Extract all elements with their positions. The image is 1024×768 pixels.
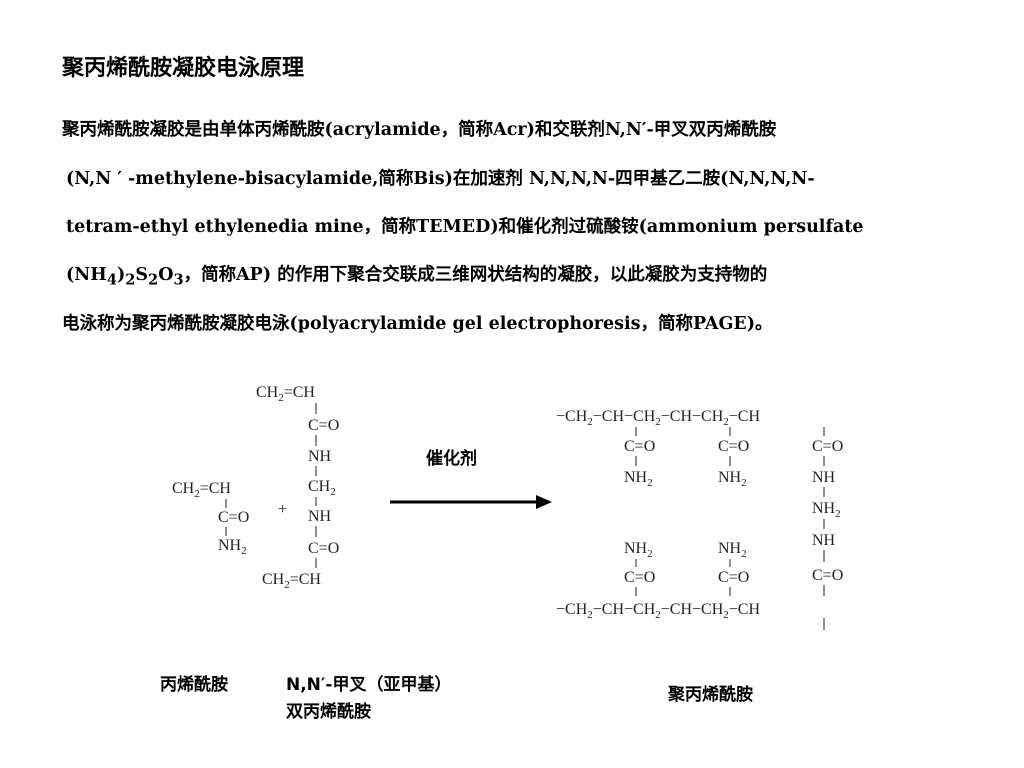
pendant-amine: NH2 (624, 540, 653, 560)
bis-acrylamide-label-line2: 双丙烯酰胺 (286, 702, 371, 722)
pendant-carbonyl: C=O (718, 438, 749, 455)
acrylamide-structure: CH2=CH C=O NH2 (172, 480, 249, 557)
subscript: 3 (173, 271, 184, 289)
paragraph-line-2: (N,N ′ -methylene-bisacylamide,简称Bis)在加速… (66, 169, 815, 189)
polyacrylamide-label: 聚丙烯酰胺 (668, 685, 753, 705)
pendant-carbonyl: C=O (718, 569, 749, 586)
reaction-arrow (390, 495, 552, 509)
acrylamide-amine: NH2 (218, 537, 247, 557)
polymer-chain-top: −CH2−CH−CH2−CH−CH2−CH (556, 408, 760, 428)
text-segment: ，简称AP) 的作用下聚合交联成三维网状结构的凝胶，以此凝胶为支持物的 (183, 265, 768, 285)
bis-nh-bottom: NH (308, 508, 332, 525)
bis-acrylamide-label-line1: N,N′-甲叉（亚甲基） (286, 675, 452, 695)
paragraph-line-3: tetram-ethyl ethylenedia mine，简称TEMED)和催… (66, 217, 864, 237)
bis-vinyl-top: CH2=CH (256, 384, 315, 404)
bis-nh-top: NH (308, 448, 332, 465)
paragraph-line-5: 电泳称为聚丙烯酰胺凝胶电泳(polyacrylamide gel electro… (62, 314, 773, 334)
page-title: 聚丙烯酰胺凝胶电泳原理 (62, 56, 305, 81)
acrylamide-label: 丙烯酰胺 (160, 675, 228, 695)
bis-carbonyl-bottom: C=O (308, 540, 339, 557)
acrylamide-vinyl-group: CH2=CH (172, 480, 231, 500)
subscript: 2 (125, 271, 136, 289)
paragraph-line-4: (NH4)2S2O3，简称AP) 的作用下聚合交联成三维网状结构的凝胶，以此凝胶… (66, 263, 966, 293)
bis-methylene: CH2 (308, 478, 336, 498)
catalyst-label: 催化剂 (426, 449, 477, 469)
polyacrylamide-structure: −CH2−CH−CH2−CH−CH2−CH C=O NH2 C=O NH2 C=… (556, 408, 843, 630)
pendant-amine: NH2 (718, 469, 747, 489)
text-segment: (NH (66, 265, 107, 285)
bis-carbonyl-top: C=O (308, 417, 339, 434)
bis-acrylamide-structure: CH2=CH C=O NH CH2 NH C=O CH2=CH (256, 384, 339, 591)
text-segment: ) (116, 265, 126, 285)
pendant-amine: NH2 (624, 469, 653, 489)
pendant-amine: NH2 (718, 540, 747, 560)
text-segment: O (158, 265, 174, 285)
bis-vinyl-bottom: CH2=CH (262, 571, 321, 591)
pendant-carbonyl: C=O (624, 569, 655, 586)
crosslink-nh-top: NH (812, 469, 836, 486)
polymer-chain-bottom: −CH2−CH−CH2−CH−CH2−CH (556, 601, 760, 621)
plus-sign: + (278, 501, 287, 518)
pendant-carbonyl: C=O (624, 438, 655, 455)
crosslink-carbonyl-bottom: C=O (812, 567, 843, 584)
text-segment: S (135, 265, 149, 285)
paragraph-line-1: 聚丙烯酰胺凝胶是由单体丙烯酰胺(acrylamide，简称Acr)和交联剂N,N… (62, 120, 777, 140)
subscript: 2 (148, 271, 159, 289)
crosslink-methylene: NH2 (812, 500, 841, 520)
acrylamide-carbonyl: C=O (218, 509, 249, 526)
subscript: 4 (106, 271, 117, 289)
crosslink-carbonyl-top: C=O (812, 438, 843, 455)
crosslink-nh-bottom: NH (812, 532, 836, 549)
